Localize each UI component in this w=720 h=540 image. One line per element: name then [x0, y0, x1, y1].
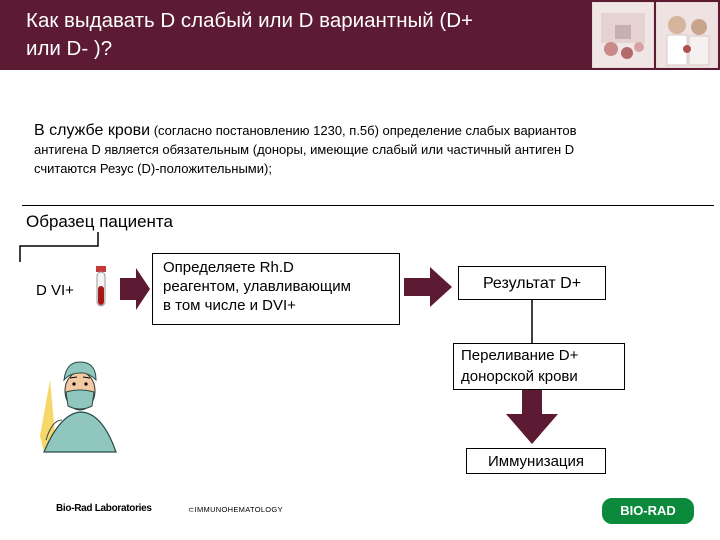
intro-lead: В службе крови: [34, 122, 151, 139]
lab-photo: [592, 2, 654, 68]
division-text: IMMUNOHEMATOLOGY: [194, 505, 283, 514]
division-name: ⊂IMMUNOHEMATOLOGY: [188, 505, 283, 514]
intro-line-2: антигена D является обязательным (доноры…: [34, 142, 575, 157]
test-tube-icon: [96, 266, 106, 307]
doctor-icon: [40, 361, 117, 453]
company-name: Bio-Rad Laboratories: [56, 503, 152, 514]
intro-line-1: (согласно постановлению 1230, п.5б) опре…: [150, 123, 577, 138]
logo-text: BIO-RAD: [620, 503, 676, 518]
title-line-1: Как выдавать D слабый или D вариантный (…: [26, 9, 473, 32]
arrow-to-result: [404, 267, 452, 307]
rhd-test-box: Определяете Rh.D реагентом, улавливающим…: [152, 253, 400, 325]
divider-line: [22, 205, 714, 206]
slide-title: Как выдавать D слабый или D вариантный (…: [26, 7, 586, 63]
arrow-to-immunization: [506, 390, 558, 444]
staff-photo-image: [657, 3, 717, 67]
transfusion-box: Переливание D+ донорской крови: [453, 343, 625, 390]
title-line-2: или D- )?: [26, 37, 113, 60]
immunization-box: Иммунизация: [466, 448, 606, 474]
biorad-logo: BIO-RAD: [602, 498, 694, 524]
result-box: Результат D+: [458, 266, 606, 300]
dvi-label: D VI+: [36, 282, 74, 299]
arrow-to-test: [120, 268, 150, 310]
intro-text: В службе крови (согласно постановлению 1…: [34, 121, 714, 178]
transfusion-line-2: донорской крови: [461, 368, 578, 385]
lab-photo-image: [593, 3, 653, 67]
sample-bracket: [19, 232, 99, 262]
patient-sample-label: Образец пациента: [26, 212, 173, 231]
staff-photo: [656, 2, 718, 68]
header-photos: [590, 0, 720, 70]
intro-line-3: считаются Резус (D)-положительными);: [34, 161, 272, 176]
rhd-test-line-3: в том числе и DVI+: [163, 297, 296, 314]
header-bar: Как выдавать D слабый или D вариантный (…: [0, 0, 720, 70]
rhd-test-line-1: Определяете Rh.D: [163, 259, 294, 276]
transfusion-line-1: Переливание D+: [461, 347, 579, 364]
rhd-test-line-2: реагентом, улавливающим: [163, 278, 351, 295]
division-mark-icon: ⊂: [188, 505, 195, 514]
